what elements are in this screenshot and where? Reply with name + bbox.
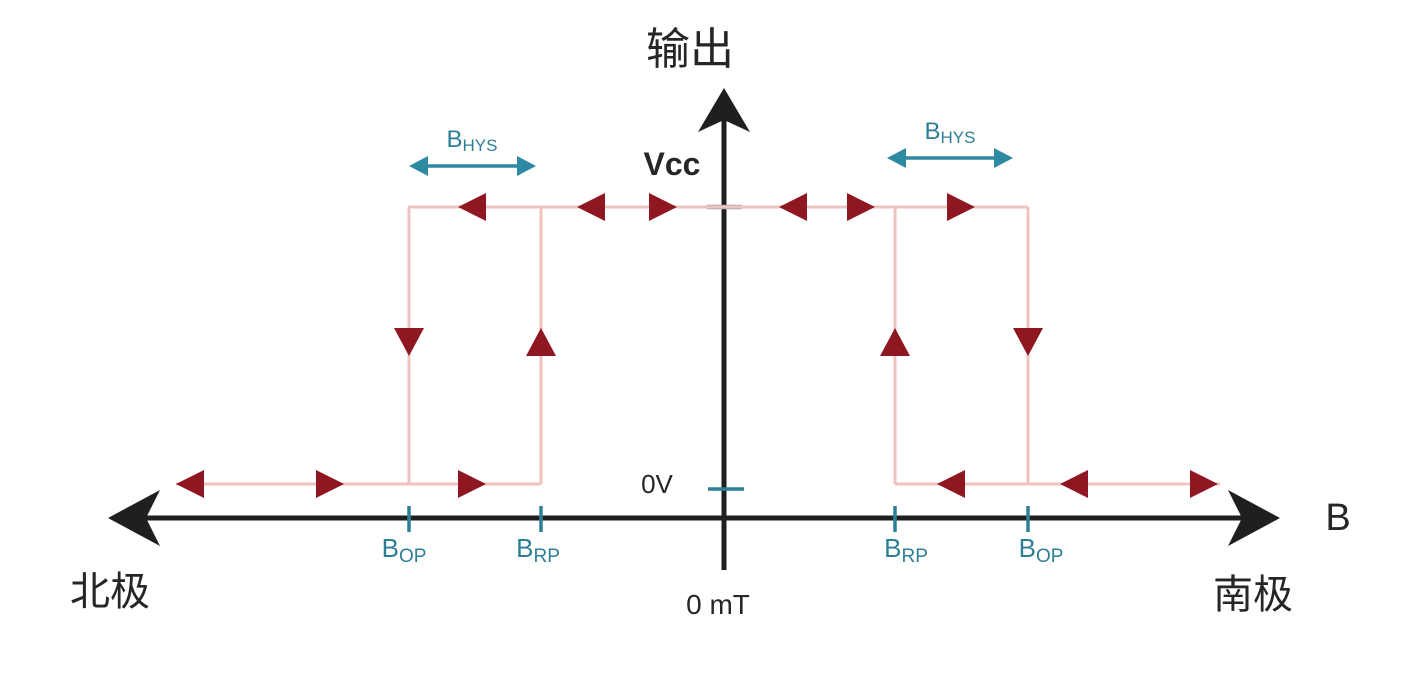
x-axis-left-arrowhead bbox=[108, 490, 160, 546]
y-axis-arrowhead bbox=[698, 88, 750, 132]
marker-left bbox=[779, 193, 807, 221]
origin-label: 0 mT bbox=[686, 589, 750, 620]
zero-v-label: 0V bbox=[641, 469, 673, 499]
marker-down bbox=[394, 328, 424, 356]
marker-left bbox=[176, 470, 204, 498]
x-axis-title: B bbox=[1325, 497, 1350, 539]
marker-left bbox=[577, 193, 605, 221]
marker-right bbox=[458, 470, 486, 498]
hysteresis-right: BHYS bbox=[887, 118, 1013, 168]
marker-right bbox=[649, 193, 677, 221]
marker-left bbox=[937, 470, 965, 498]
marker-left bbox=[1060, 470, 1088, 498]
marker-right bbox=[1190, 470, 1218, 498]
y-axis-title: 输出 bbox=[646, 25, 734, 74]
hysteresis-left: BHYS bbox=[409, 126, 536, 176]
left-op-label: BOP bbox=[382, 533, 427, 567]
right-op-label: BOP bbox=[1019, 533, 1064, 567]
hysteresis-left-arrowhead-right bbox=[517, 156, 536, 176]
hysteresis-right-arrowhead-left bbox=[887, 148, 906, 168]
marker-up bbox=[880, 328, 910, 356]
marker-right bbox=[947, 193, 975, 221]
marker-right bbox=[847, 193, 875, 221]
marker-right bbox=[316, 470, 344, 498]
direction-markers bbox=[176, 193, 1218, 498]
right-rp-label: BRP bbox=[884, 533, 928, 567]
marker-up bbox=[526, 328, 556, 356]
axes bbox=[108, 88, 1280, 570]
left-rp-label: BRP bbox=[516, 533, 560, 567]
vcc-label: Vcc bbox=[644, 146, 701, 182]
marker-left bbox=[458, 193, 486, 221]
marker-down bbox=[1013, 328, 1043, 356]
hysteresis-left-label: BHYS bbox=[447, 126, 498, 155]
south-pole-label: 南极 bbox=[1213, 573, 1293, 617]
x-axis-right-arrowhead bbox=[1228, 490, 1280, 546]
north-pole-label: 北极 bbox=[70, 570, 150, 614]
hysteresis-right-label: BHYS bbox=[925, 118, 976, 147]
hysteresis-left-arrowhead-left bbox=[409, 156, 428, 176]
hysteresis-right-arrowhead-right bbox=[994, 148, 1013, 168]
output-curve bbox=[176, 205, 1220, 486]
